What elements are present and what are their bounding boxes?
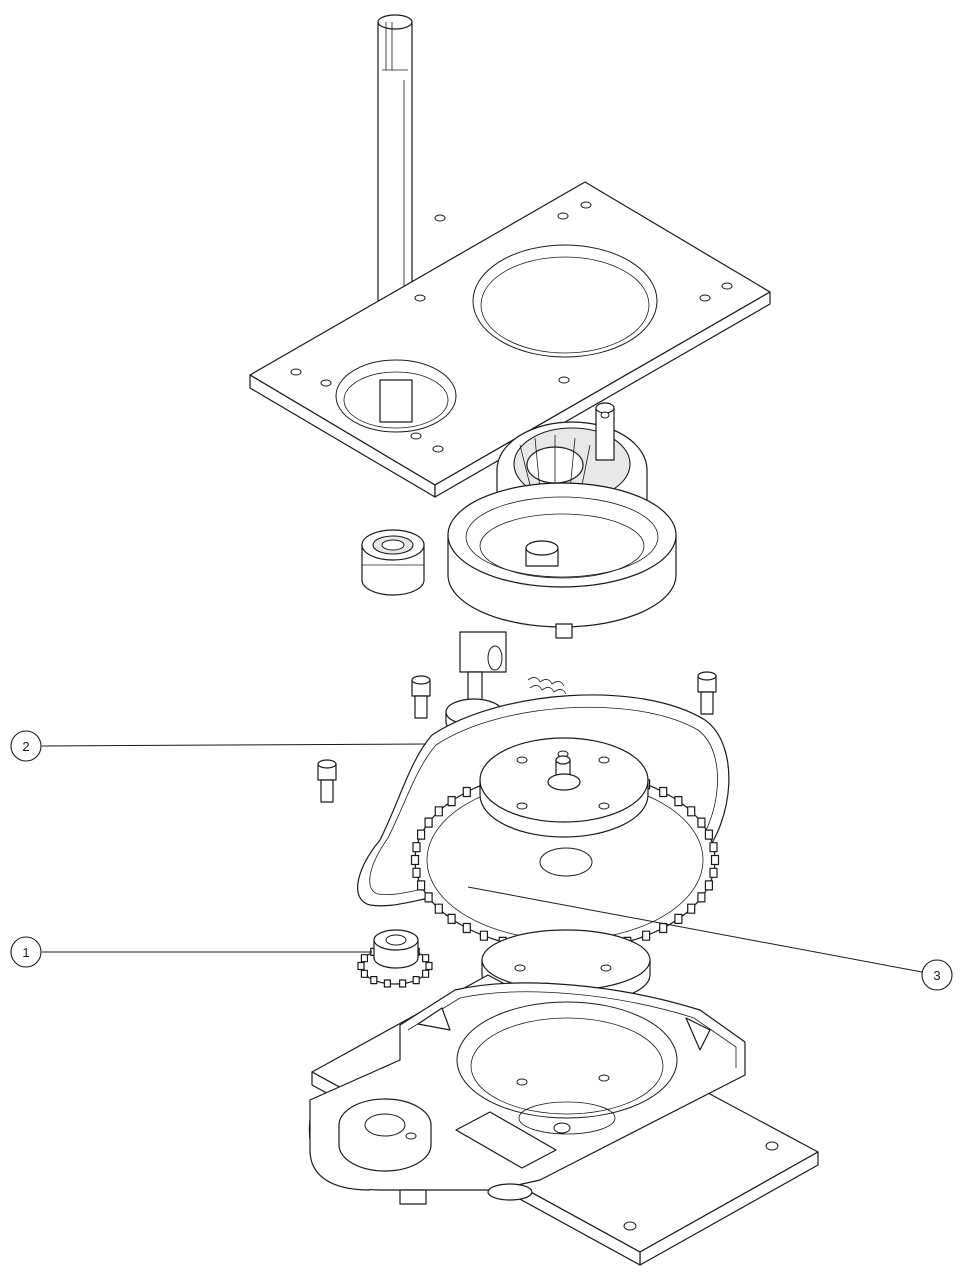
callout-2-label: 2 (22, 739, 29, 754)
sprocket-tooth (697, 892, 706, 903)
cap-screw (697, 671, 717, 715)
spring (527, 677, 567, 695)
sprocket-tooth (357, 961, 365, 971)
sprocket-tooth (462, 786, 471, 798)
sprocket-tooth (447, 913, 456, 925)
bearing (361, 529, 425, 596)
sprocket-tooth (425, 961, 433, 971)
sprocket-tooth (434, 903, 443, 914)
sprocket-tooth (417, 829, 426, 840)
sprocket-tooth (697, 817, 706, 828)
sprocket-tooth (434, 806, 443, 817)
callout-3: 3 (467, 886, 953, 991)
sprocket-tooth (674, 913, 683, 925)
cap-screw (317, 759, 337, 803)
sprocket-tooth (704, 829, 714, 840)
sprocket-tooth (462, 922, 471, 934)
sprocket-tooth (383, 979, 391, 988)
sprocket-tooth (399, 979, 407, 988)
sprocket-tooth (412, 842, 421, 853)
sprocket-tooth (709, 867, 718, 878)
gear-housing (308, 982, 746, 1205)
sprocket-tooth (410, 854, 420, 866)
callout-1-label: 1 (22, 945, 29, 960)
sprocket-tooth (709, 842, 718, 853)
sprocket-tooth (674, 795, 683, 807)
cap-screw (411, 675, 431, 719)
sprocket-tooth (424, 817, 433, 828)
sprocket-tooth (412, 975, 420, 985)
callout-1: 1 (10, 936, 372, 968)
sprocket-tooth (412, 867, 421, 878)
large-sprocket (410, 737, 720, 956)
pulley-ring (447, 482, 677, 639)
sprocket-tooth (447, 795, 456, 807)
sprocket-tooth (422, 969, 430, 978)
small-sprocket (357, 929, 433, 988)
sprocket-tooth (659, 922, 668, 934)
sprocket-tooth (687, 806, 696, 817)
sprocket-tooth (687, 903, 696, 914)
callout-3-label: 3 (933, 968, 940, 983)
callout-2: 2 (10, 730, 427, 762)
sprocket-tooth (370, 975, 378, 985)
sprocket-tooth (704, 880, 714, 891)
sprocket-tooth (710, 854, 720, 866)
sprocket-tooth (641, 930, 651, 941)
sprocket-tooth (422, 954, 430, 963)
sprocket-tooth (360, 969, 368, 978)
sprocket-tooth (479, 930, 488, 941)
sprocket-tooth (424, 892, 433, 903)
sprocket-tooth (659, 786, 668, 798)
sprocket-tooth (360, 954, 368, 963)
sprocket-tooth (417, 880, 426, 891)
